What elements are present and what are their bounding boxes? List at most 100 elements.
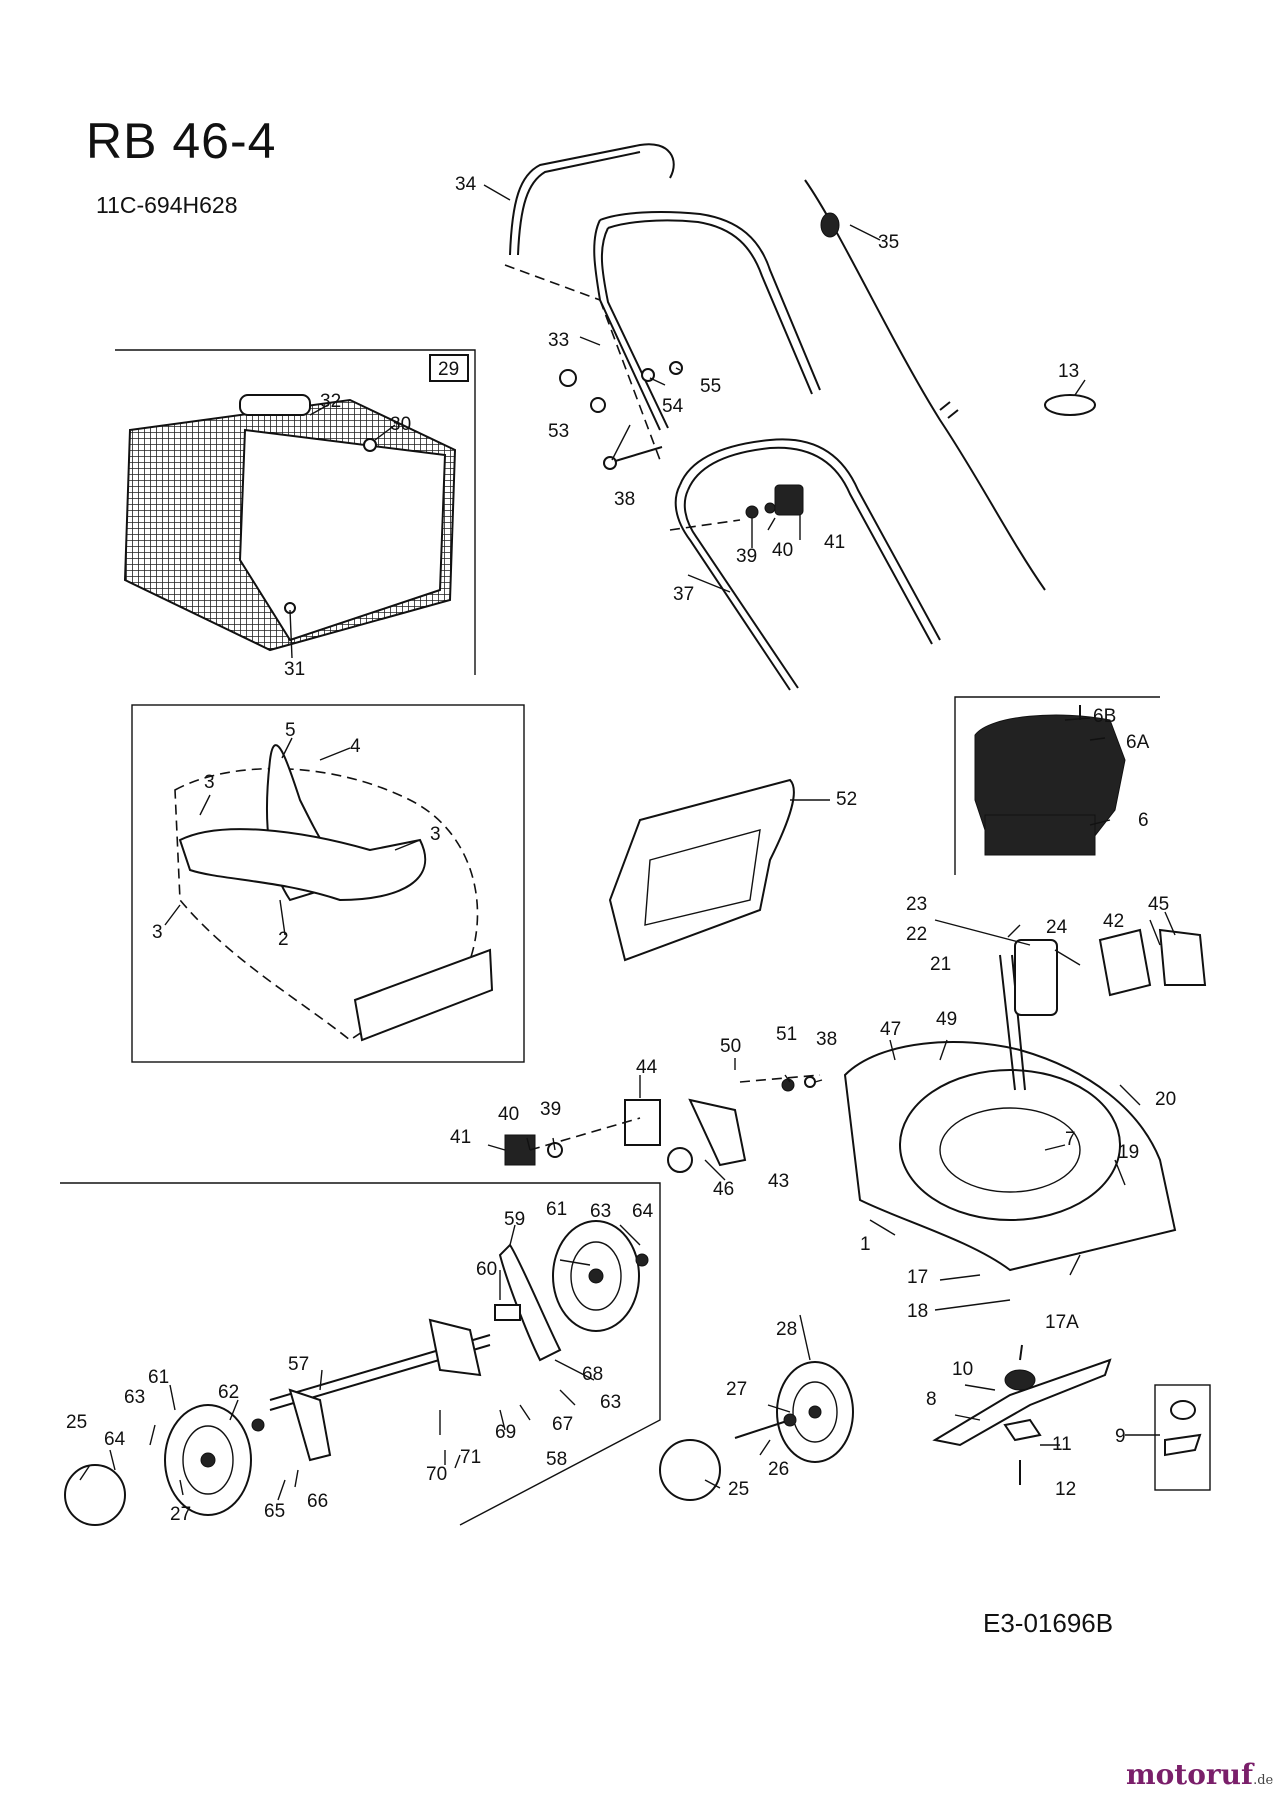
label-60: 60	[476, 1259, 497, 1280]
label-63-a: 63	[590, 1201, 611, 1222]
label-67: 67	[552, 1414, 573, 1435]
label-42: 42	[1103, 911, 1124, 932]
label-5: 5	[285, 720, 296, 741]
label-23: 23	[906, 894, 927, 915]
label-39-mid: 39	[540, 1099, 561, 1120]
label-64-b: 64	[104, 1429, 126, 1450]
label-39-top: 39	[736, 546, 757, 567]
wheel-28	[734, 1361, 854, 1463]
label-12: 12	[1055, 1479, 1076, 1500]
label-32: 32	[320, 391, 341, 412]
label-9: 9	[1115, 1426, 1126, 1447]
rear-flap-52	[608, 778, 795, 962]
label-28: 28	[776, 1319, 797, 1340]
label-41-top: 41	[824, 532, 845, 553]
label-54: 54	[662, 396, 684, 417]
label-26: 26	[768, 1459, 789, 1480]
label-65: 65	[264, 1501, 285, 1522]
label-3-c: 3	[152, 922, 163, 943]
upper-handle-34	[504, 143, 675, 301]
upper-handle-33	[593, 211, 821, 461]
front-axle-group	[60, 1182, 661, 1526]
brand-logo[interactable]: motoruf.de	[1126, 1758, 1273, 1791]
label-40-mid: 40	[498, 1104, 519, 1125]
label-63-b: 63	[600, 1392, 621, 1413]
label-31: 31	[284, 659, 305, 680]
label-29: 29	[438, 359, 459, 380]
label-6A: 6A	[1126, 732, 1150, 753]
label-38-top: 38	[614, 489, 635, 510]
lower-handle-37	[669, 438, 941, 691]
label-34: 34	[455, 174, 477, 195]
drawing-code: E3-01696B	[983, 1608, 1114, 1638]
label-47: 47	[880, 1019, 901, 1040]
label-17: 17	[907, 1267, 928, 1288]
blade-group	[932, 1344, 1211, 1491]
label-62: 62	[218, 1382, 239, 1403]
label-2: 2	[278, 929, 289, 950]
label-1: 1	[860, 1234, 871, 1255]
label-59: 59	[504, 1209, 525, 1230]
label-27-rear: 27	[726, 1379, 747, 1400]
label-21: 21	[930, 954, 951, 975]
engine-group	[954, 696, 1160, 875]
label-64-a: 64	[632, 1201, 654, 1222]
clip-13	[1044, 394, 1096, 416]
label-46: 46	[713, 1179, 734, 1200]
grass-catcher-group	[115, 349, 476, 675]
label-57: 57	[288, 1354, 309, 1375]
label-61-rear: 61	[546, 1199, 567, 1220]
model-title: RB 46-4	[86, 113, 277, 169]
label-63-c: 63	[124, 1387, 145, 1408]
label-37: 37	[673, 584, 694, 605]
deflector-group	[131, 704, 525, 1063]
label-3-b: 3	[430, 824, 441, 845]
label-18: 18	[907, 1301, 928, 1322]
label-40-top: 40	[772, 540, 793, 561]
model-code: 11C-694H628	[96, 192, 238, 218]
label-50: 50	[720, 1036, 741, 1057]
label-52: 52	[836, 789, 857, 810]
label-49: 49	[936, 1009, 957, 1030]
label-53: 53	[548, 421, 569, 442]
label-38-mid: 38	[816, 1029, 837, 1050]
leader-lines	[79, 184, 1176, 1501]
label-71: 71	[460, 1447, 481, 1468]
brand-logo-name: motoruf	[1126, 1758, 1254, 1791]
label-55: 55	[700, 376, 721, 397]
label-24: 24	[1046, 917, 1068, 938]
label-3-a: 3	[204, 772, 215, 793]
label-6: 6	[1138, 810, 1149, 831]
label-7: 7	[1065, 1129, 1076, 1150]
cable-35	[804, 179, 1046, 591]
label-25-right: 25	[728, 1479, 749, 1500]
label-17A: 17A	[1045, 1312, 1079, 1333]
label-35: 35	[878, 232, 899, 253]
rear-axle-parts	[504, 1074, 821, 1173]
label-30: 30	[390, 414, 411, 435]
wheel-61-rear	[552, 1220, 649, 1332]
label-41-mid: 41	[450, 1127, 471, 1148]
label-45: 45	[1148, 894, 1169, 915]
label-19: 19	[1118, 1142, 1139, 1163]
label-20: 20	[1155, 1089, 1176, 1110]
label-25-left: 25	[66, 1412, 87, 1433]
label-22: 22	[906, 924, 927, 945]
label-10: 10	[952, 1359, 973, 1380]
label-61-front: 61	[148, 1367, 169, 1388]
label-13: 13	[1058, 361, 1079, 382]
label-51: 51	[776, 1024, 797, 1045]
hubcap-25-right	[659, 1439, 721, 1501]
label-11: 11	[1052, 1434, 1072, 1455]
hubcap-25-left	[64, 1464, 126, 1526]
brand-logo-tld: .de	[1253, 1773, 1274, 1788]
part-number-labels: 34 35 33 55 54 53 38 13 29 32 30 31 39 4…	[66, 174, 1176, 1525]
label-44: 44	[636, 1057, 658, 1078]
handle-hardware	[559, 361, 804, 519]
label-8: 8	[926, 1389, 937, 1410]
label-33: 33	[548, 330, 569, 351]
label-58: 58	[546, 1449, 567, 1470]
label-6B: 6B	[1093, 706, 1116, 727]
